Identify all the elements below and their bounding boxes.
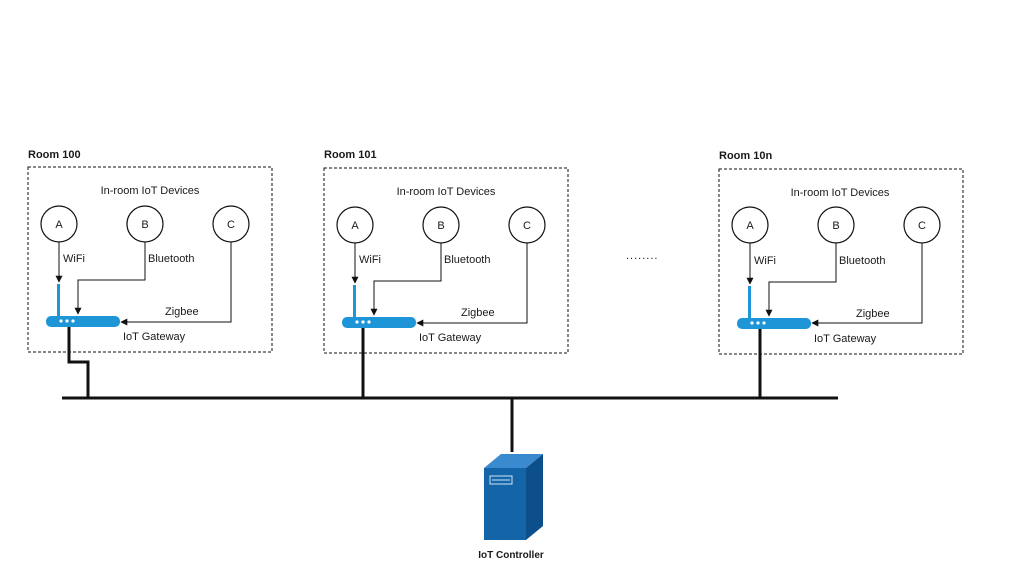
device-b-label: B — [832, 220, 839, 232]
zigbee-label: Zigbee — [165, 306, 199, 318]
room-100: Room 100 In-room IoT Devices A B C WiFi … — [27, 149, 273, 353]
room-title: Room 10n — [719, 150, 772, 162]
bluetooth-link — [765, 243, 837, 317]
router-icon — [737, 286, 811, 329]
network-backbone — [62, 327, 838, 452]
device-c-label: C — [918, 220, 926, 232]
wifi-label: WiFi — [63, 253, 85, 265]
device-c-label: C — [523, 220, 531, 232]
device-a-label: A — [55, 219, 63, 231]
room-boundary — [718, 168, 964, 355]
gateway-label: IoT Gateway — [814, 333, 877, 345]
device-c-label: C — [227, 219, 235, 231]
controller-label: IoT Controller — [478, 550, 544, 561]
room-100-uplink — [67, 327, 90, 398]
device-b-label: B — [141, 219, 148, 231]
devices-label: In-room IoT Devices — [101, 185, 200, 197]
zigbee-link — [120, 242, 232, 326]
room-title: Room 101 — [324, 149, 377, 161]
bluetooth-label: Bluetooth — [148, 253, 194, 265]
bluetooth-link — [370, 243, 442, 316]
device-a-label: A — [746, 220, 754, 232]
device-b-label: B — [437, 220, 444, 232]
zigbee-label: Zigbee — [856, 308, 890, 320]
zigbee-link — [416, 243, 528, 327]
device-a-label: A — [351, 220, 359, 232]
zigbee-link — [811, 243, 923, 327]
gateway-label: IoT Gateway — [123, 331, 186, 343]
room-boundary — [323, 167, 569, 354]
zigbee-label: Zigbee — [461, 307, 495, 319]
router-icon — [342, 285, 416, 328]
server-icon — [484, 454, 543, 540]
wifi-label: WiFi — [359, 254, 381, 266]
devices-label: In-room IoT Devices — [397, 186, 496, 198]
bluetooth-link — [74, 242, 146, 315]
room-10n: Room 10n In-room IoT Devices A B C WiFi … — [718, 150, 964, 355]
devices-label: In-room IoT Devices — [791, 187, 890, 199]
room-101: Room 101 In-room IoT Devices A B C WiFi … — [323, 149, 569, 354]
bluetooth-label: Bluetooth — [444, 254, 490, 266]
router-icon — [46, 284, 120, 327]
gateway-label: IoT Gateway — [419, 332, 482, 344]
room-boundary — [27, 166, 273, 353]
room-title: Room 100 — [28, 149, 81, 161]
wifi-label: WiFi — [754, 255, 776, 267]
more-rooms-ellipsis: ........ — [626, 250, 658, 262]
bluetooth-label: Bluetooth — [839, 255, 885, 267]
